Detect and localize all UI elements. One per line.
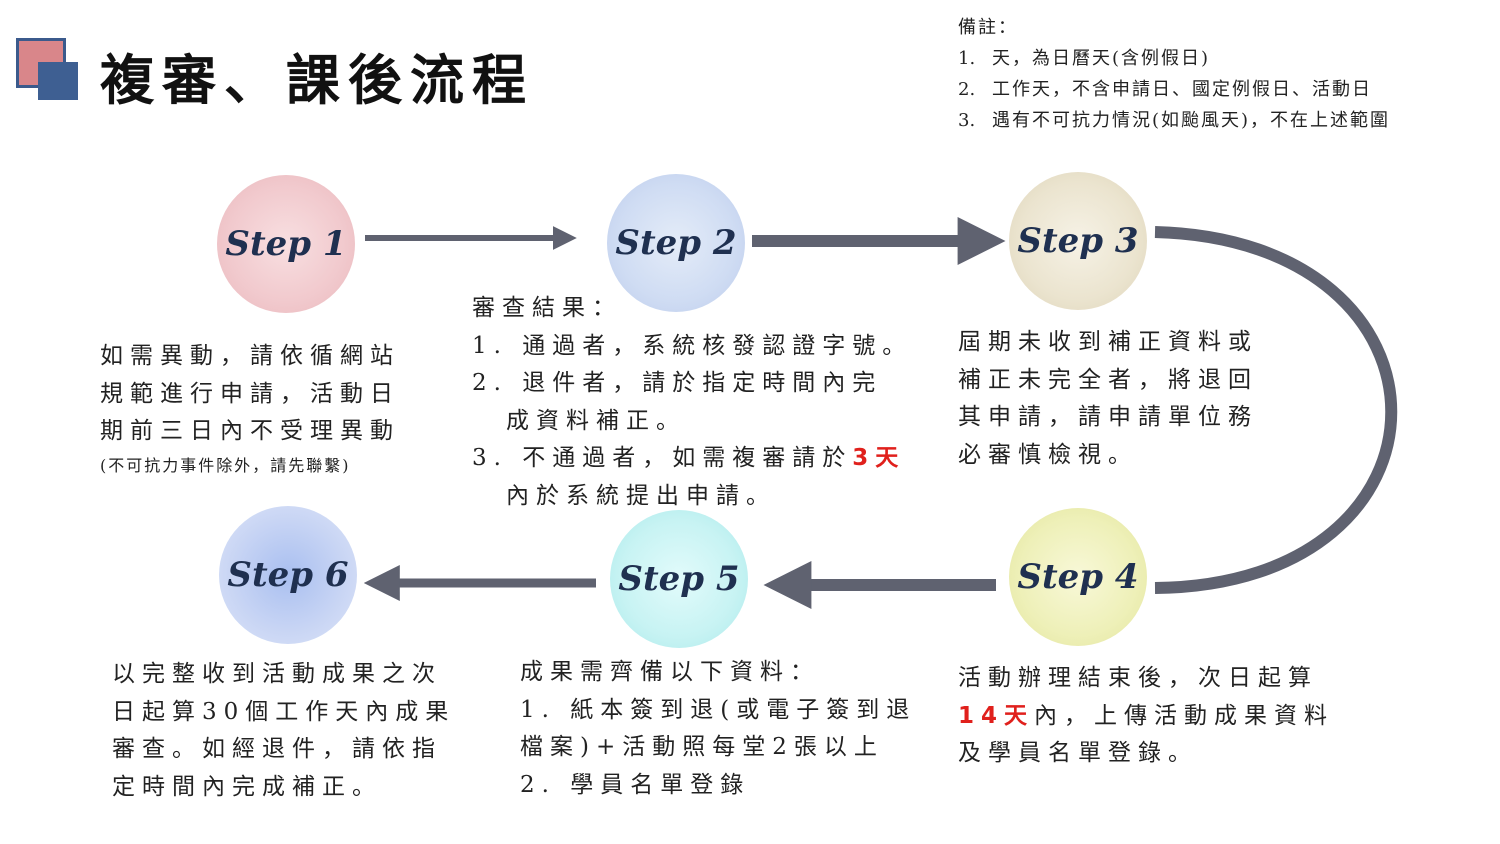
logo-square-blue — [38, 62, 78, 100]
deadline-3-days: 3天 — [852, 445, 906, 471]
step-2-circle: Step 2 — [607, 174, 745, 312]
step-1-label: Step 1 — [225, 224, 347, 264]
step-4-description: 活動辦理結束後，次日起算 14天內，上傳活動成果資料 及學員名單登錄。 — [958, 665, 1335, 766]
page-title: 複審、課後流程 — [100, 48, 534, 112]
step-5-description: 成果需齊備以下資料： 1. 紙本簽到退(或電子簽到退 檔案)+活動照每堂2張以上… — [520, 659, 917, 798]
deadline-14-days: 14天 — [958, 702, 1035, 729]
logo-icon — [16, 38, 80, 102]
step-2-label: Step 2 — [615, 223, 737, 263]
step-4-circle: Step 4 — [1009, 508, 1147, 646]
step-3-description: 屆期未收到補正資料或 補正未完全者，將退回 其申請，請申請單位務 必審慎檢視。 — [958, 329, 1258, 468]
step-5-circle: Step 5 — [610, 510, 748, 648]
step-3-label: Step 3 — [1017, 221, 1139, 261]
notes-panel: 備註： 1.天，為日曆天(含例假日) 2.工作天，不含申請日、國定例假日、活動日… — [958, 12, 1390, 136]
notes-item-3: 3.遇有不可抗力情況(如颱風天)，不在上述範圍 — [958, 110, 1391, 131]
step-4-label: Step 4 — [1017, 557, 1139, 597]
step-2-description: 審查結果： 1. 通過者，系統核發認證字號。 2. 退件者，請於指定時間內完 成… — [472, 295, 913, 509]
notes-item-2: 2.工作天，不含申請日、國定例假日、活動日 — [958, 79, 1372, 100]
step-6-description: 以完整收到活動成果之次 日起算30個工作天內成果 審查。如經退件，請依指 定時間… — [112, 661, 456, 800]
step-3-circle: Step 3 — [1009, 172, 1147, 310]
step-1-description: 如需異動，請依循網站 規範進行申請，活動日 期前三日內不受理異動 (不可抗力事件… — [100, 338, 400, 481]
step-6-label: Step 6 — [227, 555, 349, 595]
notes-heading: 備註： — [958, 17, 1018, 38]
step-5-label: Step 5 — [618, 559, 740, 599]
step-1-note: (不可抗力事件除外，請先聯繫) — [100, 455, 351, 475]
step-6-circle: Step 6 — [219, 506, 357, 644]
notes-item-1: 1.天，為日曆天(含例假日) — [958, 48, 1211, 69]
step-1-circle: Step 1 — [217, 175, 355, 313]
arc-step3-to-step4 — [1154, 226, 1398, 594]
